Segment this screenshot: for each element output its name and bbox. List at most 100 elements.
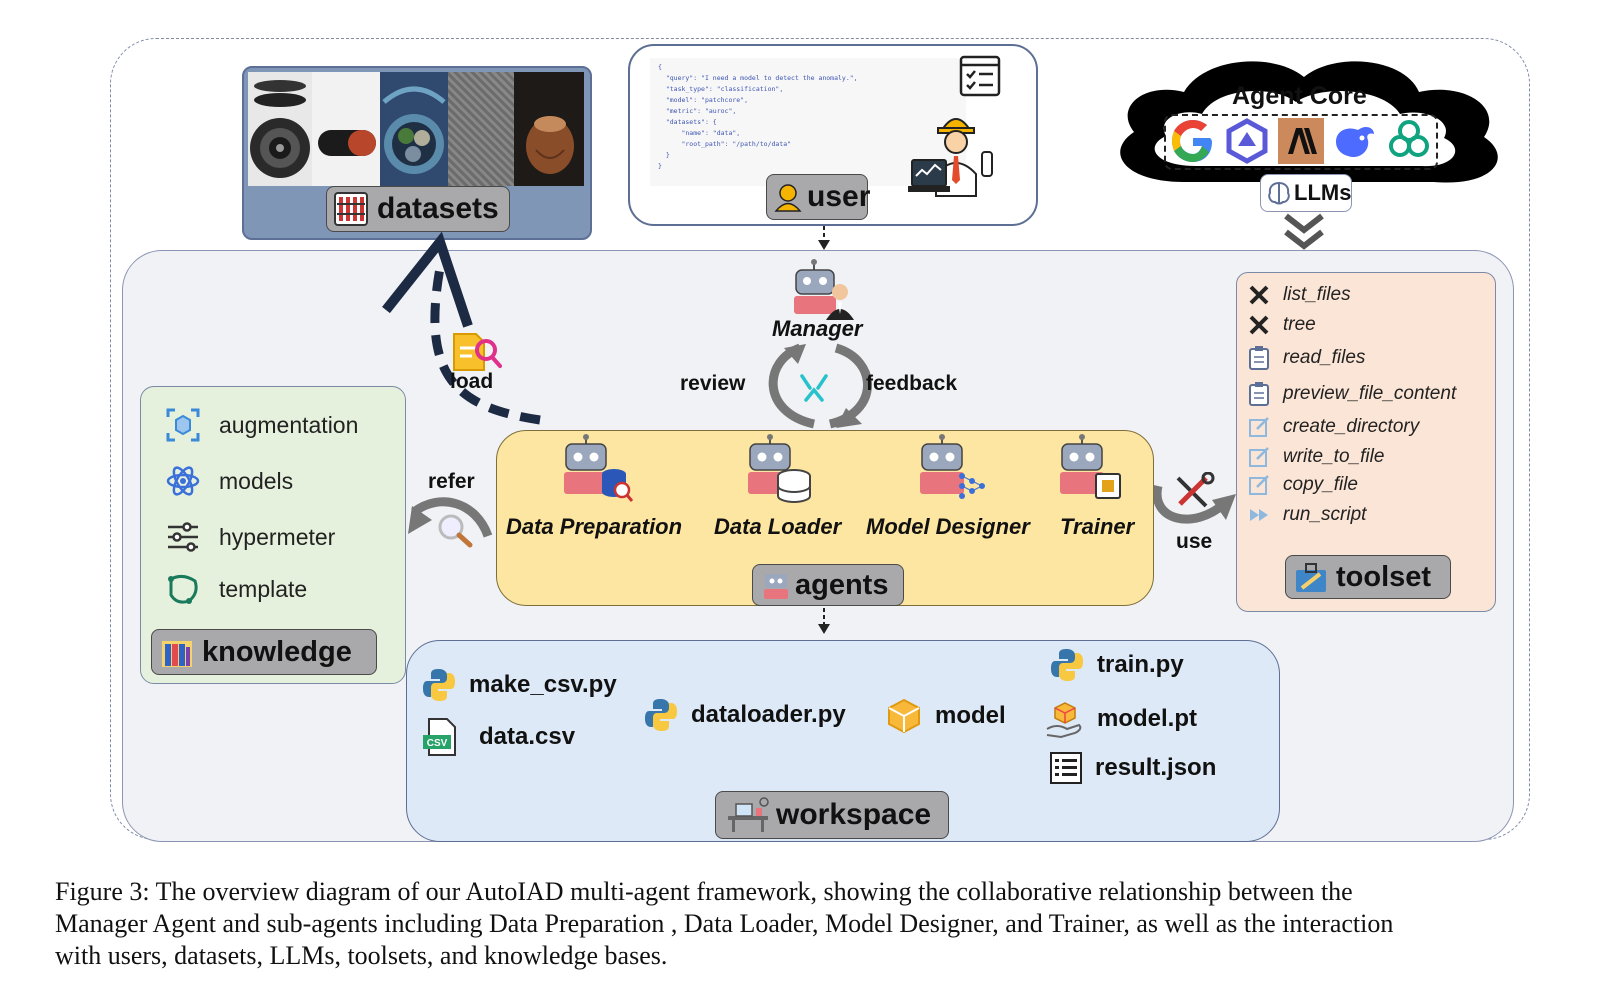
feedback-label: feedback [866, 372, 958, 395]
file-make-csv: make_csv.py [421, 667, 617, 703]
load-label: load [450, 370, 494, 393]
caption-line-3: with users, datasets, LLMs, toolsets, an… [55, 941, 668, 970]
models-label: models [219, 467, 294, 494]
augmentation-icon [166, 408, 200, 442]
knowledge-panel: augmentation models hypermeter template … [140, 386, 406, 684]
dataset-sample-rings [248, 72, 312, 186]
user-avatar-icon [773, 182, 803, 212]
checklist-icon [959, 55, 1001, 97]
dataset-sample-cable [380, 72, 448, 186]
data-loader-robot-icon [748, 434, 811, 503]
anthropic-icon [1278, 118, 1324, 164]
manager-label: Manager [772, 316, 863, 341]
dataset-sample-capsule [312, 72, 380, 186]
deepseek-icon [1336, 127, 1374, 158]
agent-data-preparation: Data Preparation [506, 514, 683, 539]
file-model-pt: model.pt [1045, 699, 1197, 739]
model-designer-robot-icon [920, 434, 985, 499]
knowledge-item-hypermeter: hypermeter [165, 519, 335, 555]
workspace-label: workspace [776, 798, 932, 831]
knowledge-label-chip: knowledge [151, 629, 377, 675]
llm-providers-row [1164, 114, 1438, 170]
manager-robot-icon [794, 259, 854, 320]
datasets-panel: datasets [242, 66, 592, 240]
fast-forward-icon [1250, 509, 1268, 521]
agents-label-chip: agents [752, 564, 904, 606]
tool-copy-file: copy_file [1247, 473, 1358, 497]
csv-badge-text: CSV [427, 738, 448, 749]
agents-label: agents [795, 568, 889, 601]
figure-caption: Figure 3: The overview diagram of our Au… [55, 876, 1575, 972]
tool-read-files: read_files [1247, 345, 1365, 371]
file-model: model [885, 697, 1006, 735]
review-label: review [680, 372, 746, 395]
datasets-label: datasets [377, 192, 499, 225]
collaboration-icon [800, 374, 828, 402]
knowledge-item-template: template [165, 571, 307, 607]
file-dataloader: dataloader.py [643, 697, 846, 733]
tool-run-script: run_script [1247, 503, 1366, 527]
load-search-icon [453, 333, 502, 371]
tool-create-directory: create_directory [1247, 415, 1419, 439]
tongyi-icon [1226, 118, 1268, 164]
edit-icon [1249, 475, 1269, 495]
llms-label: LLMs [1294, 180, 1352, 205]
template-icon [168, 574, 198, 604]
magnifier-icon [438, 514, 473, 548]
user-label-chip: user [766, 174, 871, 220]
augmentation-label: augmentation [219, 411, 359, 438]
python-icon [645, 699, 677, 731]
workspace-panel: make_csv.py CSV data.csv dataloader.py m… [406, 640, 1280, 842]
file-train: train.py [1049, 647, 1184, 683]
datasets-label-chip: datasets [326, 186, 510, 232]
caption-line-1: Figure 3: The overview diagram of our Au… [55, 877, 1353, 906]
sliders-icon [168, 522, 198, 552]
atom-icon [166, 466, 200, 496]
clipboard-icon [1249, 346, 1269, 370]
knowledge-item-models: models [165, 463, 293, 499]
file-result-json: result.json [1049, 751, 1216, 785]
cube-icon [888, 698, 920, 734]
python-icon [423, 669, 455, 701]
wrench-cross-icon [1249, 315, 1269, 335]
clipboard-icon [1249, 382, 1269, 406]
tool-write-to-file: write_to_file [1247, 445, 1384, 469]
wrench-cross-icon [1249, 285, 1269, 305]
desk-icon [724, 796, 772, 834]
workspace-label-chip: workspace [715, 791, 949, 839]
toolbox-icon [1294, 560, 1328, 594]
edit-icon [1249, 417, 1269, 437]
hypermeter-label: hypermeter [219, 523, 336, 550]
csv-file-icon: CSV [423, 718, 456, 756]
brain-icon [1266, 180, 1292, 206]
template-label: template [219, 575, 308, 602]
openai-icon [1389, 120, 1429, 157]
engineer-worker-icon [908, 118, 993, 197]
refer-label: refer [428, 470, 475, 493]
tool-list-files: list_files [1247, 283, 1351, 307]
datasets-icon [333, 191, 369, 227]
list-file-icon [1050, 752, 1082, 784]
agent-data-loader: Data Loader [714, 514, 842, 539]
toolset-label-chip: toolset [1285, 555, 1451, 599]
file-data-csv: CSV data.csv [421, 717, 575, 757]
model-hand-icon [1046, 702, 1082, 739]
robot-icon [761, 570, 791, 600]
agent-core-title: Agent Core [1232, 82, 1367, 110]
dataset-sample-hazelnut [514, 72, 584, 186]
trainer-robot-icon [1060, 434, 1121, 499]
toolset-panel: list_files tree read_files preview_file_… [1236, 272, 1496, 612]
toolset-label: toolset [1336, 560, 1432, 593]
books-icon [160, 635, 194, 669]
llms-label-chip: LLMs [1260, 174, 1352, 212]
tool-tree: tree [1247, 313, 1316, 337]
knowledge-label: knowledge [202, 635, 352, 668]
user-label: user [807, 180, 871, 213]
knowledge-item-augmentation: augmentation [165, 407, 358, 443]
use-label: use [1176, 530, 1213, 553]
agent-trainer: Trainer [1060, 514, 1135, 539]
dataset-sample-carpet [448, 72, 514, 186]
user-panel: { "query": "I need a model to detect the… [628, 44, 1038, 226]
agent-model-designer: Model Designer [866, 514, 1030, 539]
